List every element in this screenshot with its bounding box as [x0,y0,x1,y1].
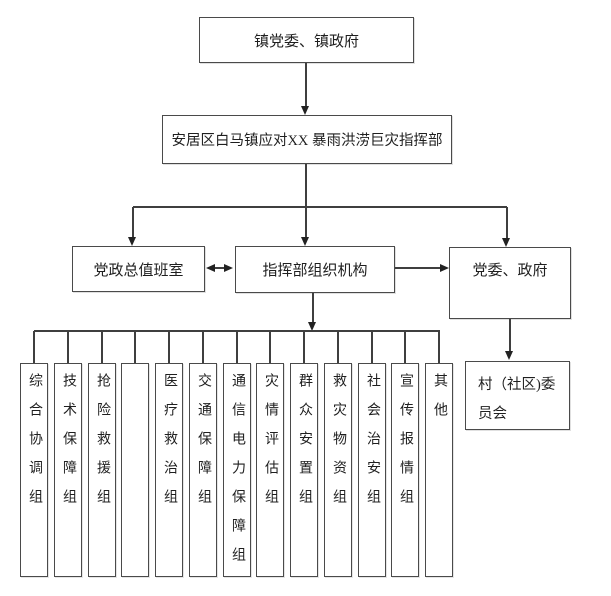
connector-duty-org [214,267,226,269]
group-box-11-label: 社会治安组 [365,373,380,518]
group-box-8-label: 灾情评估组 [263,373,278,518]
drop-group-13 [438,331,440,363]
arrow-down-icon [502,238,510,247]
node-party-committee-government: 党委、政府 [449,247,571,319]
node-flood-disaster-headquarters-label: 安居区白马镇应对XX 暴雨洪涝巨灾指挥部 [171,133,443,149]
group-box-3: 抢险救援组 [88,363,116,577]
drop-group-7 [236,331,238,363]
group-box-5: 医疗救治组 [155,363,183,577]
arrow-down-icon [128,237,136,246]
connector-party-gov-to-village [509,319,511,351]
arrow-down-icon [308,322,316,331]
node-flood-disaster-headquarters: 安居区白马镇应对XX 暴雨洪涝巨灾指挥部 [162,115,452,164]
group-box-9: 群众安置组 [290,363,318,577]
group-box-6-label: 交通保障组 [196,373,211,518]
group-box-8: 灾情评估组 [256,363,284,577]
group-box-10-label: 救灾物资组 [331,373,346,518]
node-town-party-committee-label: 镇党委、镇政府 [253,33,359,50]
node-party-gov-duty-office: 党政总值班室 [72,246,205,292]
group-box-3-label: 抢险救援组 [95,373,110,518]
connector-branch-to-duty [132,207,134,237]
group-box-6: 交通保障组 [189,363,217,577]
arrow-right-icon [224,263,233,272]
node-town-party-committee: 镇党委、镇政府 [199,17,414,63]
drop-group-10 [337,331,339,363]
drop-group-8 [269,331,271,363]
drop-group-9 [303,331,305,363]
group-box-11: 社会治安组 [358,363,386,577]
node-village-community-committee-label: 村（社区)委员会 [478,377,556,422]
arrow-down-icon [505,351,513,360]
arrow-right-icon [440,263,449,272]
group-box-9-label: 群众安置组 [297,373,312,518]
group-box-1: 综合协调组 [20,363,48,577]
drop-group-5 [168,331,170,363]
arrow-left-icon [206,263,215,272]
group-box-12-label: 宣传报情组 [398,373,413,518]
connector-top-to-hq [305,63,307,106]
drop-group-4 [134,331,136,363]
drop-group-1 [33,331,35,363]
group-box-7: 通信电力保障组 [223,363,251,577]
group-box-7-label: 通信电力保障组 [230,373,245,576]
group-box-13: 其他 [425,363,453,577]
group-box-4-empty [121,363,149,577]
node-village-community-committee: 村（社区)委员会 [465,361,570,430]
node-headquarters-organization: 指挥部组织机构 [235,246,395,293]
group-box-12: 宣传报情组 [391,363,419,577]
group-box-10: 救灾物资组 [324,363,352,577]
connector-org-to-groups [312,293,314,322]
arrow-down-icon [301,106,309,115]
drop-group-6 [202,331,204,363]
connector-branch-to-party-gov [506,207,508,238]
drop-group-2 [67,331,69,363]
drop-group-11 [371,331,373,363]
connector-org-to-party-gov [395,267,440,269]
group-box-1-label: 综合协调组 [27,373,42,518]
group-box-13-label: 其他 [432,373,447,431]
group-box-5-label: 医疗救治组 [162,373,177,518]
connector-branch-to-org [305,207,307,237]
connector-hq-to-branch [305,164,307,207]
node-party-gov-duty-office-label: 党政总值班室 [93,262,184,279]
groups-branch-line [34,330,440,332]
node-party-committee-government-label: 党委、政府 [472,263,548,279]
group-box-2-label: 技术保障组 [61,373,76,518]
drop-group-3 [101,331,103,363]
node-headquarters-organization-label: 指挥部组织机构 [262,263,368,279]
arrow-down-icon [301,237,309,246]
group-box-2: 技术保障组 [54,363,82,577]
branch-line-level2 [133,206,507,208]
drop-group-12 [404,331,406,363]
